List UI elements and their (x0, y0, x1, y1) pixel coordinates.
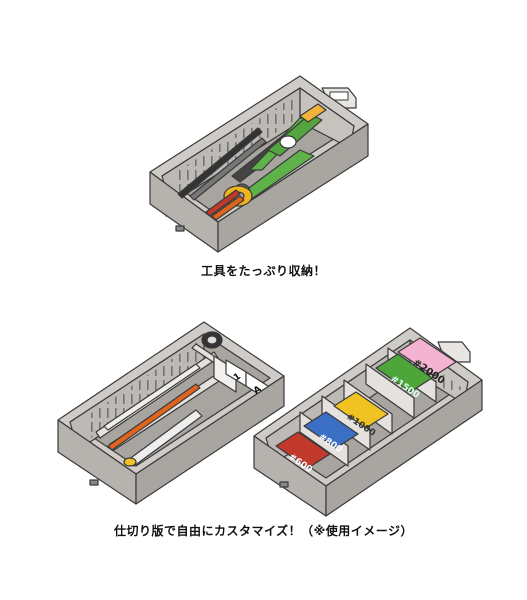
sandpaper-2000 (397, 337, 457, 377)
sandpaper-600 (275, 431, 331, 469)
divider-letter-1: 1 (232, 372, 243, 384)
sandpaper-1500 (375, 353, 433, 393)
sandpaper-800 (303, 411, 359, 449)
left-divided-box (57, 321, 285, 505)
cutter (267, 103, 327, 157)
ruler-tool (103, 363, 201, 431)
top-tool-box (149, 75, 369, 253)
file-tool (107, 383, 201, 451)
file-tools (177, 127, 267, 221)
sandpaper-1000 (333, 391, 389, 429)
caption-customize: 仕切り版で自由にカスタマイズ！（※使用イメージ） (113, 524, 414, 538)
caption-storage: 工具をたっぷり収納！ (200, 264, 326, 278)
divider-letter-a: A (252, 384, 263, 396)
right-sandpaper-box (253, 327, 483, 517)
